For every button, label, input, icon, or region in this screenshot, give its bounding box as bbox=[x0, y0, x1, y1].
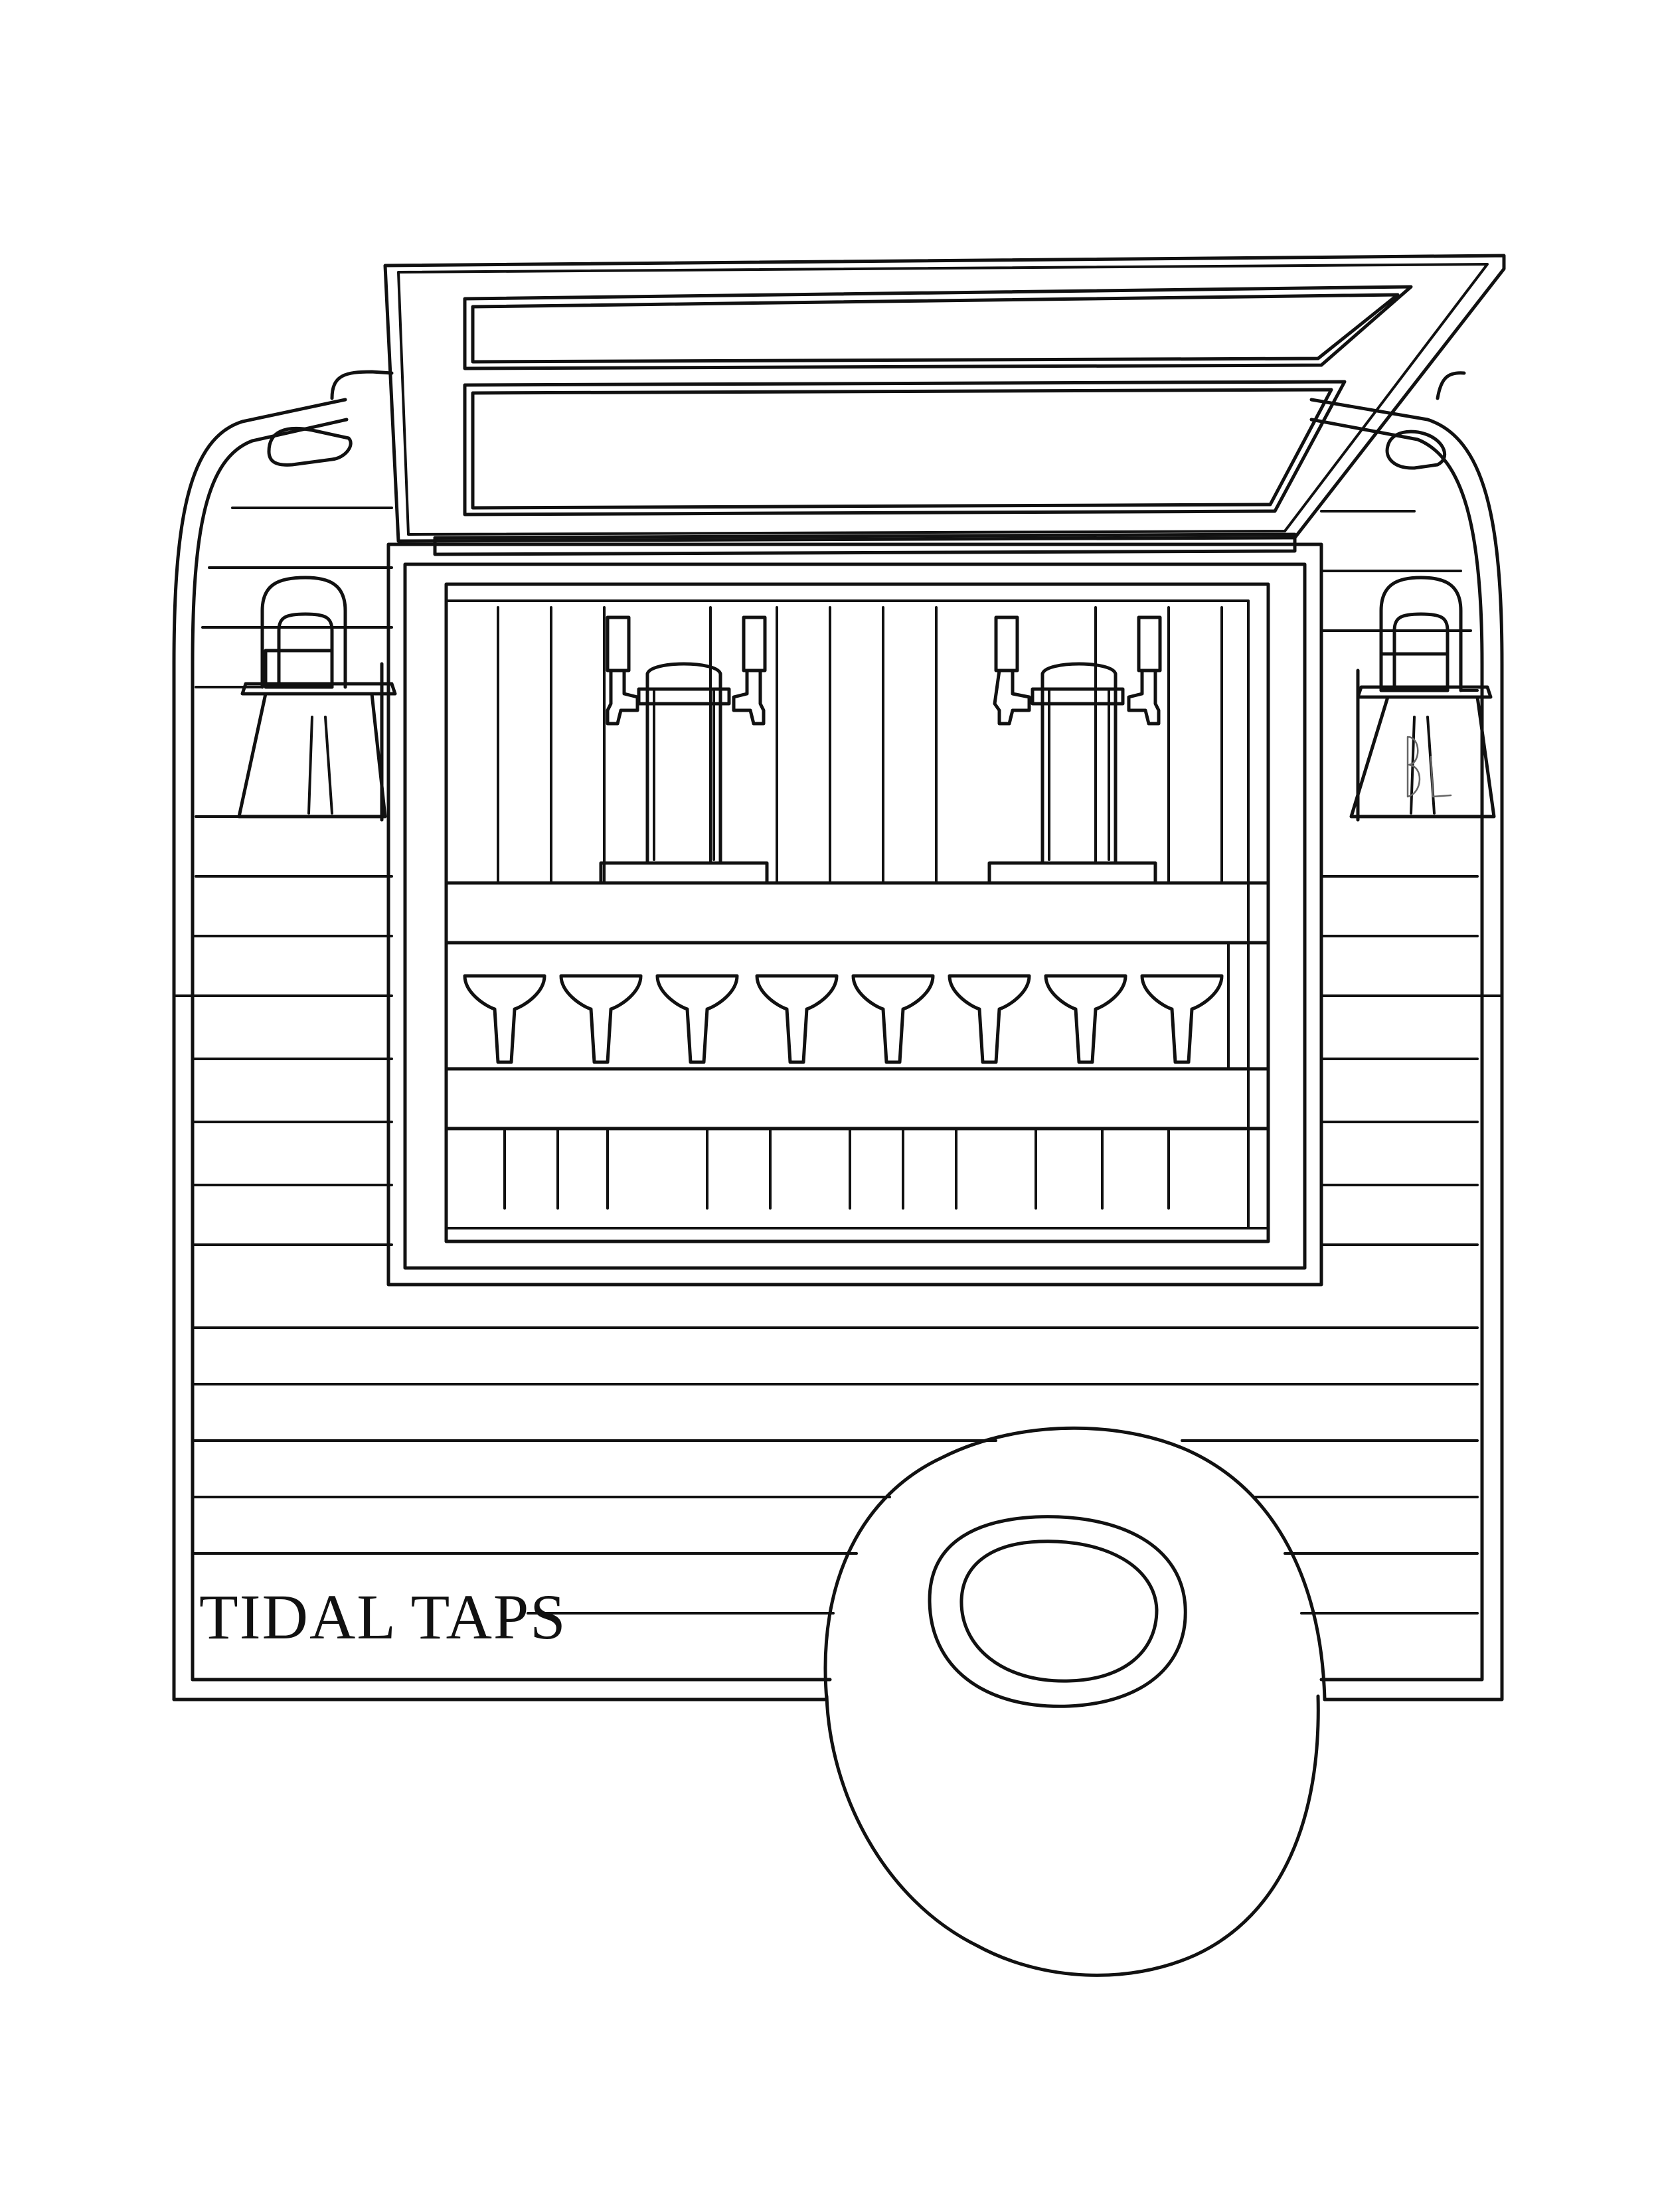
coupe-glass bbox=[851, 974, 935, 1064]
hub-outer bbox=[928, 1515, 1187, 1708]
coupe-glass bbox=[755, 974, 839, 1064]
tap-tower-right bbox=[987, 662, 1157, 885]
siding-lower bbox=[191, 1326, 1479, 1615]
service-window-recess-bevel bbox=[445, 599, 1270, 1229]
awning-panel-top bbox=[463, 285, 1413, 370]
awning-inner-frame bbox=[397, 263, 1489, 536]
trailer-bottom-edge bbox=[172, 1678, 832, 1701]
tap-handle-left-2 bbox=[732, 615, 767, 726]
hub-inner bbox=[959, 1540, 1159, 1683]
tap-handle-left-1 bbox=[606, 615, 639, 726]
shelf-lower bbox=[444, 1067, 1270, 1131]
awning-hinge-bar bbox=[433, 532, 1297, 556]
coupe-glass bbox=[559, 974, 643, 1064]
roof-clip-right bbox=[1385, 430, 1447, 470]
coupe-glass bbox=[463, 974, 546, 1064]
tire bbox=[825, 1694, 1320, 1977]
shelf-upper bbox=[444, 881, 1270, 945]
tap-handle-right-1 bbox=[993, 615, 1031, 726]
awning-panel-bottom bbox=[463, 380, 1347, 516]
wall-lamp-right bbox=[1349, 576, 1496, 822]
lower-cabinet-planks bbox=[503, 1127, 1170, 1210]
coupe-glasses bbox=[463, 974, 1224, 1064]
tap-handle-right-2 bbox=[1127, 615, 1162, 726]
coupe-glass bbox=[1140, 974, 1224, 1064]
trailer-body-outline bbox=[172, 398, 1504, 1701]
artist-signature bbox=[1406, 736, 1452, 798]
service-window-outer bbox=[386, 542, 1323, 1287]
roof-clip-left bbox=[267, 426, 353, 467]
brand-name: TIDAL TAPS bbox=[199, 1581, 567, 1652]
coupe-glass bbox=[948, 974, 1031, 1064]
trailer-body-inner-outline bbox=[191, 418, 1484, 1682]
wall-lamp-left bbox=[237, 576, 397, 822]
tap-tower-left bbox=[599, 662, 769, 885]
back-wall-planks bbox=[497, 606, 1223, 884]
coupe-glass bbox=[1044, 974, 1127, 1064]
roof-bump-right bbox=[1436, 371, 1466, 400]
roof-bump-left bbox=[330, 370, 394, 400]
service-window-inner bbox=[403, 562, 1307, 1270]
siding-left bbox=[173, 507, 393, 1246]
wheel-well bbox=[823, 1426, 1327, 1701]
coupe-glass bbox=[655, 974, 739, 1064]
siding-right bbox=[1320, 510, 1503, 1246]
service-window-recess bbox=[444, 582, 1270, 1243]
